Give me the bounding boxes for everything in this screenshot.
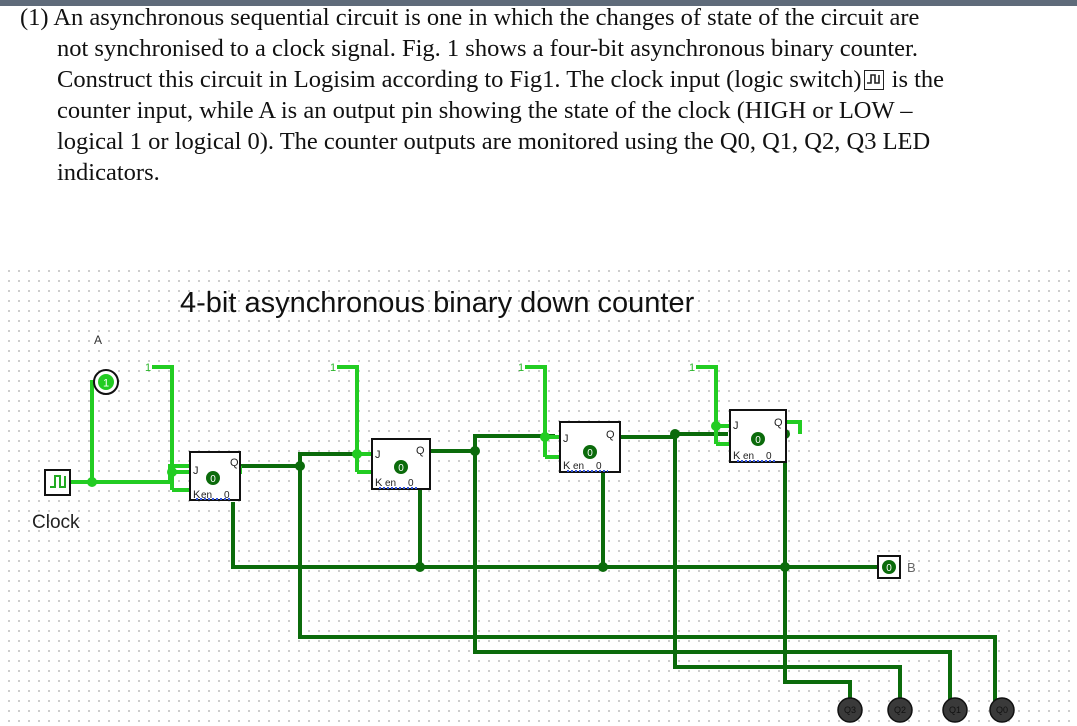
pin-a[interactable]: 1: [93, 369, 119, 395]
question-line-1: (1) An asynchronous sequential circuit i…: [20, 4, 920, 31]
circuit-diagram: 4-bit asynchronous binary down counter: [32, 287, 1015, 723]
pin-b-value: 0: [886, 563, 892, 574]
question-line-6: indicators.: [57, 159, 160, 186]
window-top-bar: [0, 0, 1077, 6]
clock-switch[interactable]: [44, 469, 71, 496]
constant-1: 1: [145, 362, 151, 374]
high-wires: [70, 365, 802, 492]
jk-flipflop-1[interactable]: J K Q 0 en 0: [189, 451, 241, 501]
ff4-en: en: [743, 451, 754, 462]
question-line-3-text: Construct this circuit in Logisim accord…: [57, 66, 862, 93]
ff3-zero: 0: [596, 461, 602, 472]
led-q3-label: Q3: [844, 705, 856, 715]
high-junctions: [87, 421, 721, 487]
ff4-zero: 0: [766, 451, 772, 462]
logisim-canvas[interactable]: 4-bit asynchronous binary down counter: [0, 262, 1077, 726]
ff3-j: J: [563, 433, 569, 445]
ff4-j: J: [733, 420, 739, 432]
constant-4: 1: [689, 362, 695, 374]
ff1-k: K: [193, 489, 201, 501]
clock-wave-icon: [50, 475, 66, 488]
led-q0: Q0: [989, 697, 1015, 723]
constant-2: 1: [330, 362, 336, 374]
circuit-title: 4-bit asynchronous binary down counter: [180, 287, 695, 319]
question-line-4: counter input, while A is an output pin …: [57, 97, 913, 124]
low-junctions: [295, 429, 790, 572]
ff1-q: Q: [230, 457, 239, 469]
led-q2: Q2: [887, 697, 913, 723]
ff3-state: 0: [587, 448, 593, 459]
question-line-5: logical 1 or logical 0). The counter out…: [57, 128, 931, 155]
ff2-zero: 0: [408, 478, 414, 489]
jk-flipflop-4[interactable]: J K Q 0 en 0: [729, 409, 787, 463]
jk-flipflop-2[interactable]: J K Q 0 en 0: [371, 438, 431, 490]
question-line-3-tail: is the: [885, 66, 945, 93]
ff2-state: 0: [398, 463, 404, 474]
pin-b[interactable]: 0: [877, 555, 901, 579]
pin-a-label: A: [94, 333, 102, 347]
question-text: (1) An asynchronous sequential circuit i…: [20, 2, 1040, 188]
led-q2-label: Q2: [894, 705, 906, 715]
ff2-j: J: [375, 449, 381, 461]
led-q0-label: Q0: [996, 705, 1008, 715]
ff1-j: J: [193, 465, 199, 477]
clock-label: Clock: [32, 512, 80, 533]
ff1-en: en: [201, 490, 212, 501]
ff4-k: K: [733, 450, 741, 462]
question-line-2: not synchronised to a clock signal. Fig.…: [57, 35, 918, 62]
ff2-k: K: [375, 477, 383, 489]
led-q1-label: Q1: [949, 705, 961, 715]
ff2-en: en: [385, 478, 396, 489]
jk-flipflop-3[interactable]: J K Q 0 en 0: [559, 421, 621, 473]
led-q3: Q3: [837, 697, 863, 723]
ff2-q: Q: [416, 445, 425, 457]
pin-b-label: B: [907, 560, 916, 575]
ff3-q: Q: [606, 429, 615, 441]
ff4-q: Q: [774, 417, 783, 429]
ff3-en: en: [573, 461, 584, 472]
pin-a-value: 1: [103, 378, 109, 390]
ff1-state: 0: [210, 474, 216, 485]
constant-3: 1: [518, 362, 524, 374]
question-line-3: Construct this circuit in Logisim accord…: [20, 64, 1040, 95]
ff4-state: 0: [755, 435, 761, 446]
led-q1: Q1: [942, 697, 968, 723]
ff1-zero: 0: [224, 490, 230, 501]
clock-switch-icon: [863, 70, 884, 90]
ff3-k: K: [563, 460, 571, 472]
low-wires: [231, 432, 997, 702]
